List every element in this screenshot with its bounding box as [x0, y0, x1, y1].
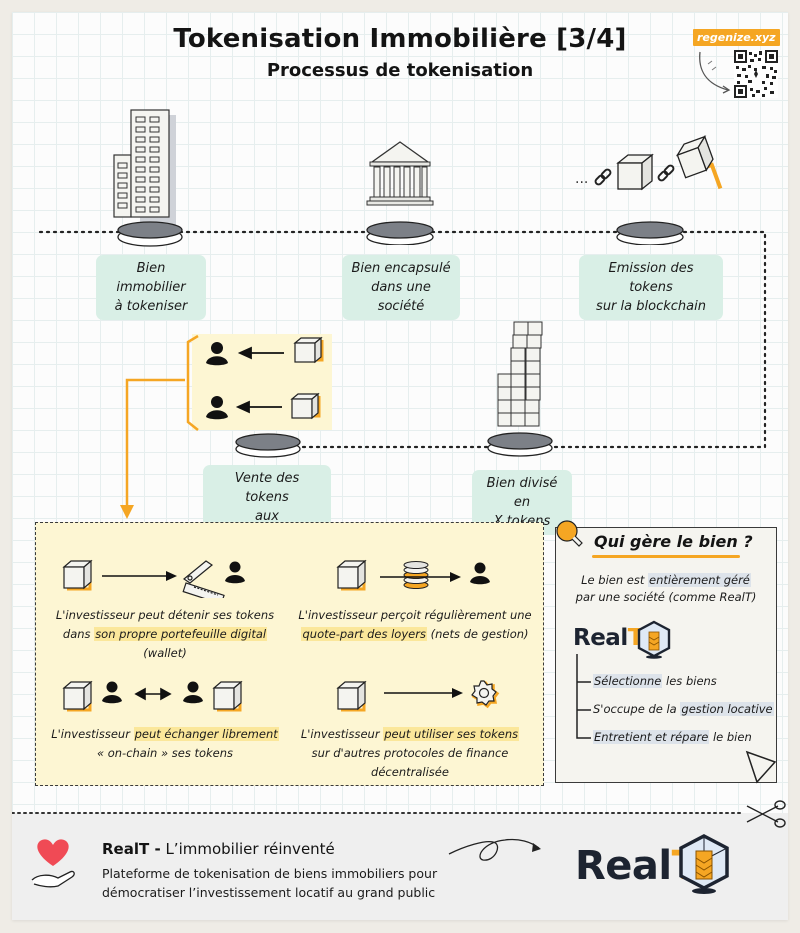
gear-icon	[471, 680, 500, 709]
token-cube-icon	[336, 559, 367, 591]
scissors-icon	[746, 800, 786, 828]
token-stack-icon	[487, 321, 553, 457]
token-cube-icon	[675, 135, 723, 190]
wallet-icon	[62, 559, 245, 598]
manager-item-rental: S'occupe de la gestion locative	[593, 702, 774, 716]
benefit-defi-text: L'investisseur peut utiliser ses tokens …	[300, 727, 520, 779]
manager-title: Qui gère le bien ?	[594, 532, 753, 551]
page-title: Tokenisation Immobilière [3/4]	[173, 24, 627, 54]
buildings-icon	[113, 109, 183, 247]
chain-link-icon	[657, 164, 675, 182]
token-cube-icon	[336, 680, 367, 712]
lightbulb-icon	[556, 520, 583, 547]
chain-link-icon	[594, 168, 612, 186]
benefit-wallet-text: L'investisseur peut détenir ses tokens d…	[55, 608, 275, 660]
manager-item-select: Sélectionne les biens	[593, 674, 717, 688]
footer-description: Plateforme de tokenisation de biens immo…	[102, 866, 438, 900]
heart-hand-icon	[31, 839, 75, 888]
investor-person-icon	[102, 681, 203, 704]
pedestal-icon	[235, 433, 301, 458]
investor-person-icon	[206, 342, 228, 420]
institution-icon	[366, 141, 434, 245]
token-cube-icon	[62, 559, 93, 591]
cut-line	[12, 800, 786, 828]
loop-arrow-icon	[448, 838, 541, 861]
realt-logo-icon	[637, 620, 671, 659]
tree-lines	[576, 654, 591, 739]
arrow-left-icon	[235, 346, 284, 414]
token-cube-icon	[290, 392, 321, 420]
token-cube-icon	[293, 336, 324, 364]
pedestal-icon	[487, 432, 553, 457]
step-label-company: Bien encapsulé dans une société	[342, 255, 460, 320]
manager-description: Le bien est entièrement géré par une soc…	[575, 573, 757, 604]
pedestal-icon	[117, 221, 183, 247]
curved-arrow-icon	[699, 51, 729, 91]
exchange-icon	[62, 680, 243, 712]
footer-title: RealT - L’immobilier réinventé	[102, 840, 335, 858]
ellipsis-text: ...	[575, 171, 588, 187]
benefit-rent-text: L'investisseur perçoit régulièrement une…	[298, 608, 532, 641]
orange-bracket	[186, 334, 199, 431]
step-label-emission: Emission des tokens sur la blockchain	[579, 255, 723, 320]
hardware-wallet-icon	[182, 560, 225, 598]
defi-icon	[336, 680, 500, 712]
page-curl-icon	[745, 750, 777, 784]
benefits-box	[35, 522, 544, 786]
page-subtitle: Processus de tokenisation	[266, 60, 534, 81]
manager-item-maintenance: Entretient et répare le bien	[593, 730, 752, 744]
step-label-property: Bien immobilier à tokeniser	[96, 255, 206, 320]
qr-code-icon	[734, 50, 778, 98]
token-cube-icon	[212, 680, 243, 712]
investor-person-icon	[470, 562, 490, 585]
title-underline	[592, 555, 740, 558]
blockchain-icon: ...	[575, 135, 723, 245]
token-cube-icon	[62, 680, 93, 712]
double-arrow-icon	[134, 687, 172, 701]
regenize-badge[interactable]: regenize.xyz	[693, 29, 780, 46]
pedestal-icon	[616, 221, 684, 245]
realt-logo-icon	[679, 834, 729, 894]
investor-token-icon	[186, 334, 324, 458]
qr-code-area	[699, 50, 778, 98]
token-cube-icon	[616, 153, 654, 191]
pedestal-icon	[366, 221, 434, 245]
investor-person-icon	[225, 561, 245, 584]
footer	[12, 813, 788, 920]
benefit-exchange-text: L'investisseur peut échanger librement «…	[51, 727, 279, 760]
coins-icon	[336, 559, 490, 591]
realt-logo-small: RealT	[573, 625, 643, 651]
